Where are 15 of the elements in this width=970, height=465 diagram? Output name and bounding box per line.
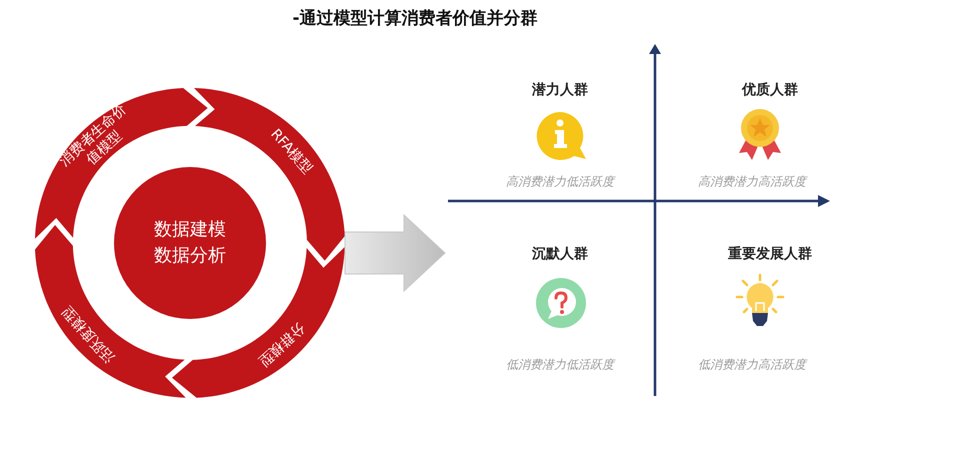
- group-description: 高消费潜力高活跃度: [698, 174, 806, 190]
- group-heading: 重要发展人群: [728, 245, 812, 263]
- segment-label: 活跃度模型: [58, 302, 119, 368]
- group-description: 高消费潜力低活跃度: [506, 174, 614, 190]
- group-heading: 潜力人群: [532, 81, 588, 99]
- arrow-segment: [35, 88, 208, 239]
- title: -通过模型计算消费者价值并分群: [292, 8, 538, 30]
- group-heading: 优质人群: [742, 81, 798, 99]
- circle-label: 数据建模数据分析: [154, 218, 226, 268]
- group-description: 低消费潜力高活跃度: [698, 356, 806, 374]
- segment-label: 消费者生命价值模型: [56, 101, 131, 172]
- arrow-segment: [172, 247, 345, 398]
- segment-label: 分群模型: [254, 318, 308, 372]
- group-description: 低消费潜力低活跃度: [506, 356, 614, 374]
- group-heading: 沉默人群: [532, 245, 588, 263]
